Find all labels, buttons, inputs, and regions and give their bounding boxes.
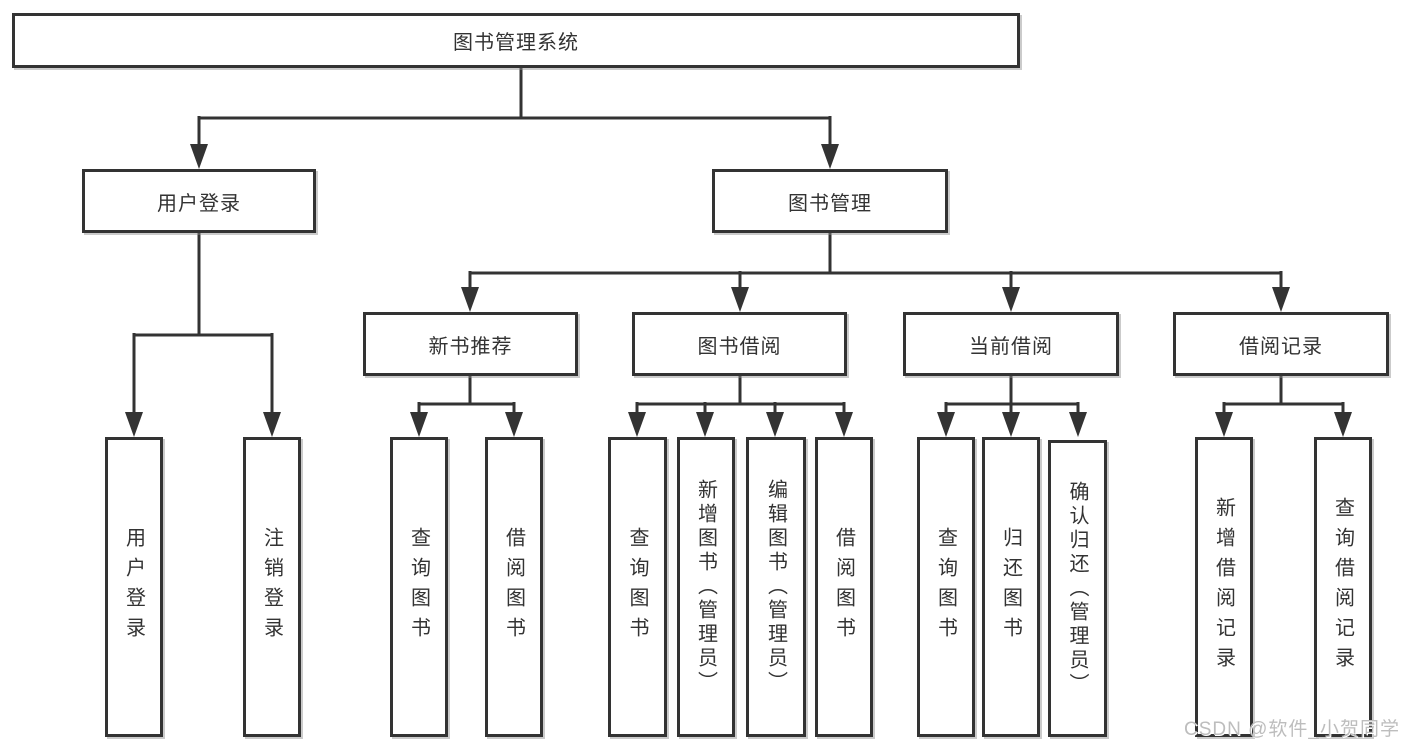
node-book-borrow: 图书借阅 [632, 312, 847, 376]
leaf-return-book: 归还图书 [982, 437, 1040, 737]
node-user-login: 用户登录 [82, 169, 316, 233]
leaf-confirm-return-admin: 确认归还（管理员） [1048, 440, 1107, 737]
leaf-borrow-books-recommend: 借阅图书 [485, 437, 543, 737]
leaf-add-book-admin: 新增图书（管理员） [677, 437, 735, 737]
leaf-user-login: 用户登录 [105, 437, 163, 737]
leaf-logout-login: 注销登录 [243, 437, 301, 737]
leaf-edit-book-admin: 编辑图书（管理员） [746, 437, 806, 737]
node-book-management: 图书管理 [712, 169, 948, 233]
node-new-book-recommend: 新书推荐 [363, 312, 578, 376]
node-current-borrow: 当前借阅 [903, 312, 1119, 376]
leaf-add-borrow-record: 新增借阅记录 [1195, 437, 1253, 737]
leaf-query-borrow-record: 查询借阅记录 [1314, 437, 1372, 737]
leaf-query-books-recommend: 查询图书 [390, 437, 448, 737]
leaf-query-books-current: 查询图书 [917, 437, 975, 737]
leaf-query-books-borrow: 查询图书 [608, 437, 667, 737]
node-root-system: 图书管理系统 [12, 13, 1020, 68]
csdn-watermark: CSDN @软件_小贺同学 [1184, 719, 1400, 740]
node-borrow-records: 借阅记录 [1173, 312, 1389, 376]
leaf-borrow-books: 借阅图书 [815, 437, 873, 737]
